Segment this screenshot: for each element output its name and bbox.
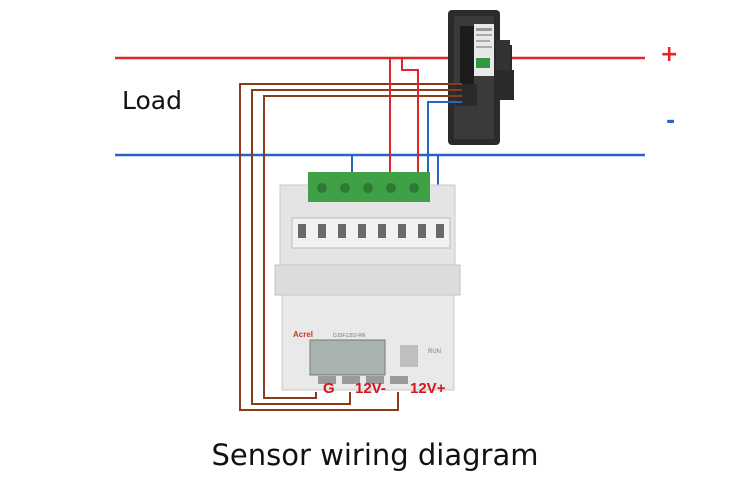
device-model-label: DJSF1352-RN <box>333 333 366 339</box>
run-indicator-label: RUN <box>428 349 441 355</box>
device-brand-label: Acrel <box>293 330 314 339</box>
ground-terminal-label: G <box>323 380 335 397</box>
din-rail-meter <box>274 172 461 391</box>
v12-plus-terminal-label: 12V+ <box>410 380 446 397</box>
negative-terminal-label: - <box>666 109 676 134</box>
v12-minus-terminal-label: 12V- <box>355 380 386 397</box>
positive-terminal-label: + <box>660 42 679 67</box>
current-sensor <box>448 10 514 145</box>
load-label: Load <box>122 86 182 115</box>
diagram-caption: Sensor wiring diagram <box>211 438 539 472</box>
